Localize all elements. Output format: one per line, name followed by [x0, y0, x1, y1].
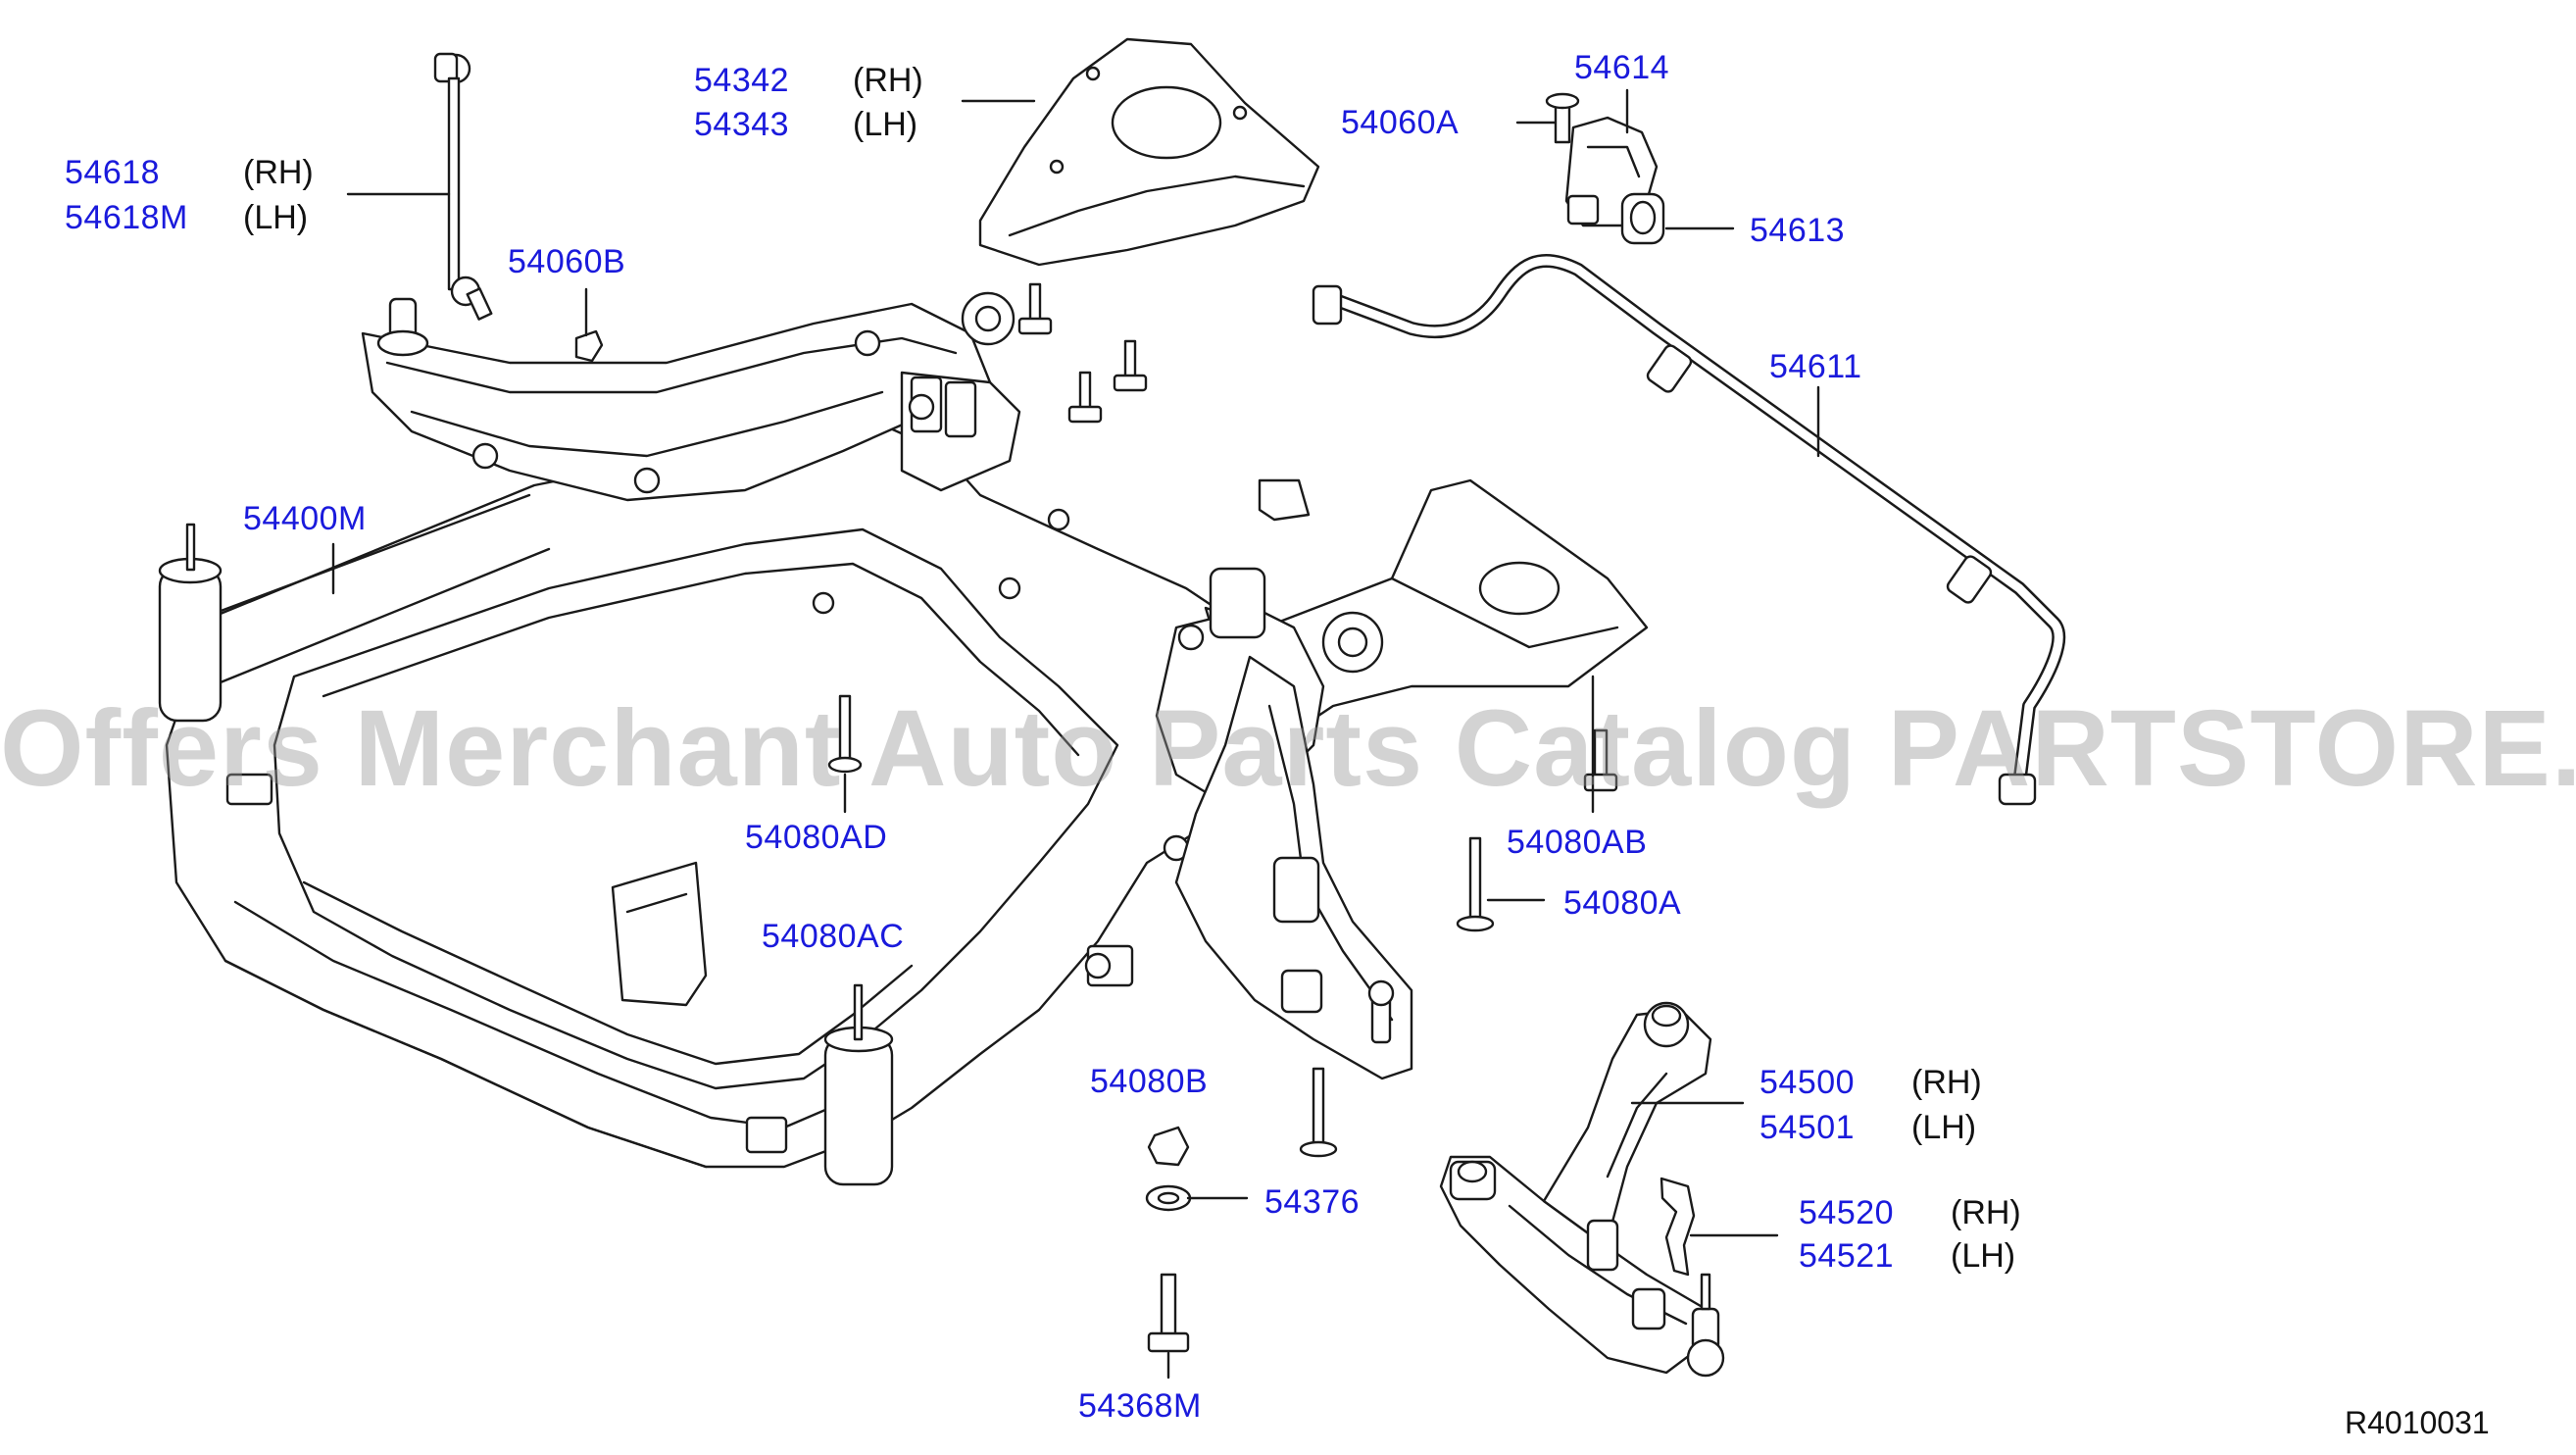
bracket-54520-drawing [1660, 1177, 1696, 1277]
part-54613-label[interactable]: 54613 [1750, 212, 1846, 249]
loose-fasteners-drawing [827, 694, 1618, 1353]
part-54611-label[interactable]: 54611 [1769, 348, 1862, 385]
bushing-clamp-drawing [1545, 92, 1665, 245]
watermark-text: Offers Merchant Auto Parts Catalog PARTS… [0, 688, 2576, 809]
nut-54060B-drawing [574, 329, 604, 363]
part-54501-label[interactable]: 54501 [1759, 1109, 1856, 1146]
mounted-control-arm-drawing [1174, 655, 1413, 1080]
part-54400M-label[interactable]: 54400M [243, 500, 367, 537]
part-54521-side-note: (LH) [1951, 1237, 2016, 1275]
leader-lines [331, 88, 1820, 1380]
part-54521-label[interactable]: 54521 [1799, 1237, 1895, 1275]
part-54520-side-note: (RH) [1951, 1194, 2021, 1231]
part-54500-label[interactable]: 54500 [1759, 1064, 1856, 1101]
part-54080AD-label[interactable]: 54080AD [745, 819, 888, 856]
stabilizer-link-drawing [433, 52, 493, 321]
diagram-reference-code: R4010031 [2345, 1405, 2490, 1440]
lower-control-arm-drawing [1439, 1001, 1725, 1378]
front-crossmember-drawing [158, 291, 1649, 1186]
shield-bolts-drawing [1017, 282, 1311, 522]
part-54342-label[interactable]: 54342 [694, 62, 790, 99]
part-54618M-label[interactable]: 54618M [65, 199, 188, 236]
part-54343-label[interactable]: 54343 [694, 106, 790, 143]
part-54618-label[interactable]: 54618 [65, 154, 161, 191]
shield-plate-drawing [978, 37, 1320, 267]
part-54080A-label[interactable]: 54080A [1563, 884, 1682, 922]
part-54342-side-note: (RH) [853, 62, 923, 99]
stabilizer-bar-drawing [1312, 254, 2066, 806]
part-54060B-label[interactable]: 54060B [508, 243, 626, 280]
part-54376-label[interactable]: 54376 [1264, 1183, 1361, 1221]
part-54080AC-label[interactable]: 54080AC [762, 918, 905, 955]
part-54060A-label[interactable]: 54060A [1341, 104, 1460, 141]
part-54343-side-note: (LH) [853, 106, 918, 143]
part-54618M-side-note: (LH) [243, 199, 309, 236]
part-54080AB-label[interactable]: 54080AB [1507, 824, 1648, 861]
part-54618-side-note: (RH) [243, 154, 314, 191]
part-54080B-label[interactable]: 54080B [1090, 1063, 1209, 1100]
part-54520-label[interactable]: 54520 [1799, 1194, 1895, 1231]
part-54500-side-note: (RH) [1911, 1064, 1982, 1101]
part-54614-label[interactable]: 54614 [1574, 49, 1670, 86]
part-54368M-label[interactable]: 54368M [1078, 1387, 1202, 1425]
part-54501-side-note: (LH) [1911, 1109, 1977, 1146]
